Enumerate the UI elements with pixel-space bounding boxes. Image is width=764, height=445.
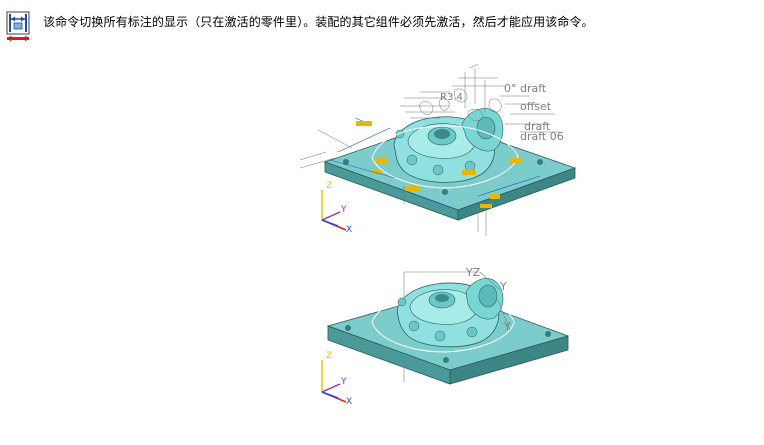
axis-label-z: Z	[326, 351, 332, 361]
axis-triad: Z Y X	[321, 351, 352, 407]
annotation-leaders	[299, 63, 560, 236]
annotation-labels: 0° draft R3.4 offset draft draft 06	[440, 82, 564, 143]
toggle-annotation-icon[interactable]	[6, 11, 30, 43]
annotation-label: 0° draft	[504, 82, 547, 95]
annotation-label: R3.4	[440, 92, 463, 103]
axis-label-x: X	[346, 397, 352, 407]
cast-part	[397, 278, 504, 348]
datum-planes	[403, 271, 511, 382]
axis-triad: Z Y X	[321, 181, 352, 235]
annotation-label: draft	[524, 120, 551, 133]
viewport-annotations-off[interactable]: YZ Y Y Z Y X	[321, 266, 570, 407]
axis-label-x: X	[346, 225, 352, 235]
annotation-label: draft 06	[520, 130, 564, 143]
command-description: 该命令切换所有标注的显示（只在激活的零件里）。装配的其它组件必须先激活，然后才能…	[43, 15, 594, 29]
datum-label: YZ	[465, 266, 481, 279]
datum-label: Y	[503, 320, 511, 333]
axis-label-y: Y	[340, 377, 347, 387]
datum-label: Y	[499, 280, 507, 293]
cast-part	[393, 108, 504, 183]
toggle-annotation-glyph	[6, 11, 30, 42]
dimension-tags	[329, 117, 541, 209]
annotation-label: offset	[520, 100, 552, 113]
datum-labels: YZ Y Y	[465, 266, 511, 333]
axis-label-y: Y	[340, 205, 347, 215]
viewport-annotations-on[interactable]: 0° draft R3.4 offset draft draft 06 Z Y …	[299, 63, 577, 236]
axis-label-z: Z	[326, 181, 332, 191]
